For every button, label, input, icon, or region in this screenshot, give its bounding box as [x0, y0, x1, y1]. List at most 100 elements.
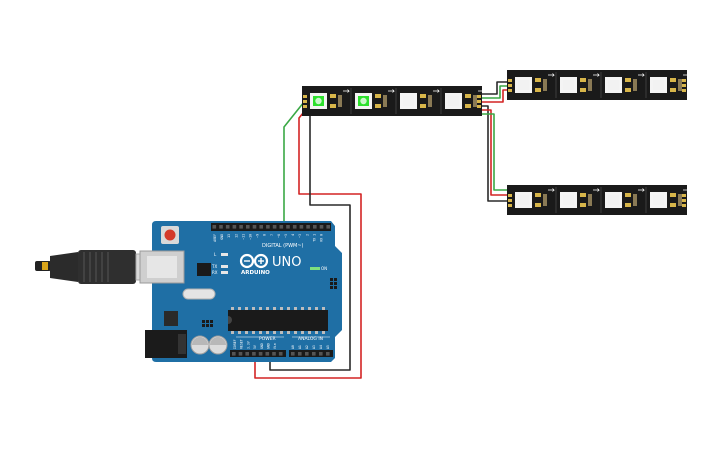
chip-pin: [266, 307, 269, 310]
data-direction-arrow: [593, 188, 600, 192]
header-pin[interactable]: [278, 352, 283, 356]
pin-label: TX 1: [312, 234, 316, 242]
smd-component: [330, 94, 336, 98]
header-pin[interactable]: [279, 225, 284, 229]
header-pin[interactable]: [225, 225, 230, 229]
wire-red-s1-s3[interactable]: [482, 109, 510, 196]
wire-red-s1-s2[interactable]: [482, 89, 510, 103]
header-pin[interactable]: [232, 352, 236, 356]
power-header-pins[interactable]: [232, 352, 283, 356]
pin-label: GND: [220, 234, 224, 240]
smd-component: [535, 88, 541, 92]
wire-black-s1-s3[interactable]: [482, 105, 510, 202]
chip-pin: [231, 331, 234, 334]
neopixel-2[interactable]: [560, 73, 600, 94]
header-pin[interactable]: [238, 352, 243, 356]
pin-label: A3: [312, 345, 316, 349]
header-pin[interactable]: [291, 352, 295, 356]
header-pin[interactable]: [292, 225, 297, 229]
neopixel-4[interactable]: [650, 188, 690, 209]
header-pin[interactable]: [265, 352, 270, 356]
led-strip-3[interactable]: [507, 185, 690, 215]
smd-component: [420, 94, 426, 98]
chip-pin: [245, 331, 248, 334]
data-direction-arrow: [593, 73, 600, 77]
header-pin[interactable]: [266, 225, 270, 229]
wire-green-data[interactable]: [283, 96, 309, 226]
pin-label: A1: [298, 345, 302, 349]
smd-component: [535, 78, 541, 82]
smd-component: [670, 88, 676, 92]
board-leds: L TX RX ON: [211, 252, 327, 275]
chip-pin: [294, 307, 297, 310]
header-pin[interactable]: [212, 225, 217, 229]
header-pin[interactable]: [319, 225, 324, 229]
header-pin[interactable]: [272, 225, 277, 229]
neopixel-2[interactable]: [560, 188, 600, 209]
neopixel-3[interactable]: [605, 73, 645, 94]
wire-green-s1-s2[interactable]: [482, 85, 510, 99]
smd-capacitor: [383, 95, 387, 107]
neopixel-1[interactable]: [310, 89, 350, 110]
header-pin[interactable]: [312, 352, 316, 356]
led-tx-label: TX: [211, 264, 217, 269]
neopixel-4[interactable]: [650, 73, 690, 94]
strip-pad: [477, 105, 481, 108]
pin-label: RESET: [240, 339, 244, 349]
header-pin[interactable]: [245, 352, 249, 356]
wire-black-s1-s2[interactable]: [482, 81, 510, 95]
header-pin[interactable]: [313, 225, 317, 229]
pin-label: A0: [291, 345, 295, 349]
power-header[interactable]: [230, 350, 286, 357]
atmega-microcontroller: [228, 310, 328, 331]
strip-pad: [508, 199, 512, 202]
neopixel-1[interactable]: [515, 73, 555, 94]
digital-header[interactable]: [211, 223, 331, 231]
neopixel-4[interactable]: [445, 89, 485, 110]
led-strip-1[interactable]: [302, 86, 485, 116]
led-strip-2[interactable]: [507, 70, 690, 100]
header-pin[interactable]: [326, 225, 330, 229]
strip-pad: [682, 204, 686, 207]
header-pin[interactable]: [232, 225, 237, 229]
header-pin[interactable]: [272, 352, 276, 356]
analog-header[interactable]: [289, 350, 333, 357]
wire-green-s1-s3[interactable]: [482, 113, 510, 191]
analog-header-pins[interactable]: [291, 352, 330, 356]
analog-label: ANALOG IN: [298, 336, 323, 342]
wire-red-5v-outer[interactable]: [254, 101, 362, 379]
reset-button[interactable]: [164, 229, 176, 241]
digital-header-pins[interactable]: [212, 225, 331, 229]
crystal-oscillator: [182, 288, 216, 300]
strip-pad: [682, 199, 686, 202]
header-pin[interactable]: [239, 225, 243, 229]
header-pin[interactable]: [298, 352, 302, 356]
header-pin[interactable]: [252, 225, 257, 229]
chip-pin: [238, 307, 241, 310]
smd-capacitor: [633, 194, 637, 206]
header-pin[interactable]: [246, 225, 250, 229]
neopixel-3[interactable]: [400, 89, 440, 110]
neopixel-2[interactable]: [355, 89, 395, 110]
header-pin[interactable]: [306, 225, 310, 229]
strip-pad: [303, 105, 307, 108]
neopixel-1[interactable]: [515, 188, 555, 209]
data-direction-arrow: [478, 89, 485, 93]
cable-end-tip: [42, 262, 48, 270]
header-pin[interactable]: [286, 225, 290, 229]
neopixel-3[interactable]: [605, 188, 645, 209]
header-pin[interactable]: [252, 352, 256, 356]
header-pin[interactable]: [299, 225, 304, 229]
header-pin[interactable]: [326, 352, 330, 356]
header-pin[interactable]: [305, 352, 309, 356]
header-pin[interactable]: [258, 352, 263, 356]
smd-capacitor: [678, 194, 682, 206]
smd-component: [420, 104, 426, 108]
pixel-led-off: [518, 80, 529, 90]
header-pin[interactable]: [319, 352, 323, 356]
header-pin[interactable]: [259, 225, 263, 229]
header-pin[interactable]: [219, 225, 223, 229]
